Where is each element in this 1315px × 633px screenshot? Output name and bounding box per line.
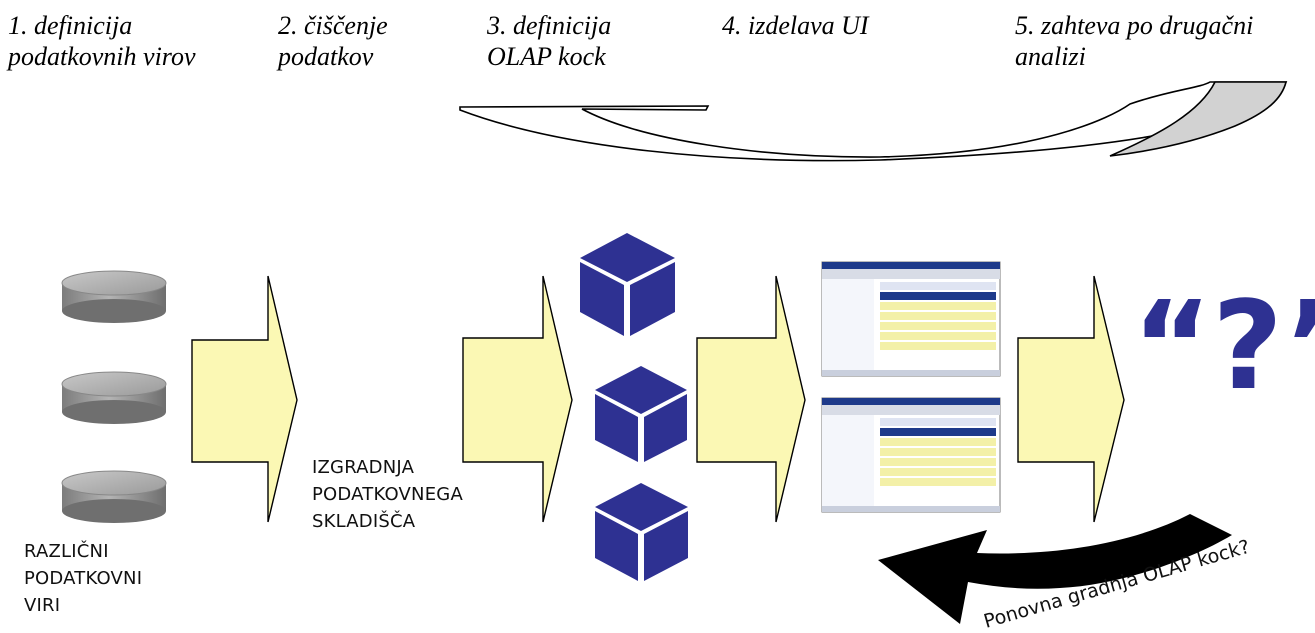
step-1-line2: podatkovnih virov xyxy=(8,42,196,71)
step-5-line2: analizi xyxy=(1015,42,1086,71)
step-1-label: 1. definicija podatkovnih virov xyxy=(8,10,195,72)
sources-label-line1: RAZLIČNI xyxy=(24,541,109,562)
ui-screenshot-1 xyxy=(821,261,1001,377)
process-arrow-1 xyxy=(191,275,298,523)
process-arrow-3 xyxy=(696,275,806,523)
olap-cube-1 xyxy=(580,233,675,336)
step-4-label: 4. izdelava UI xyxy=(722,10,869,41)
ui-screenshot-2 xyxy=(821,397,1001,513)
step-3-line2: OLAP kock xyxy=(487,42,606,71)
step-5-label: 5. zahteva po drugačni analizi xyxy=(1015,10,1253,72)
olap-cube-3 xyxy=(595,483,688,581)
warehouse-label-line2: PODATKOVNEGA xyxy=(312,484,463,505)
step-2-line1: 2. čiščenje xyxy=(278,11,388,40)
sources-label: RAZLIČNI PODATKOVNI VIRI xyxy=(24,538,142,619)
process-arrow-2 xyxy=(462,275,573,523)
warehouse-label-line3: SKLADIŠČA xyxy=(312,511,416,532)
sources-label-line3: VIRI xyxy=(24,595,61,616)
step-1-line1: 1. definicija xyxy=(8,11,133,40)
data-source-disk-3 xyxy=(61,470,167,523)
step-5-line1: 5. zahteva po drugačni xyxy=(1015,11,1254,40)
step-3-label: 3. definicija OLAP kock xyxy=(487,10,611,72)
data-source-disk-2 xyxy=(61,371,167,424)
warehouse-label: IZGRADNJA PODATKOVNEGA SKLADIŠČA xyxy=(312,454,463,535)
step-4-line1: 4. izdelava UI xyxy=(722,11,869,40)
question-mark-icon: “?” xyxy=(1132,275,1315,417)
sources-label-line2: PODATKOVNI xyxy=(24,568,143,589)
step-2-line2: podatkov xyxy=(278,42,374,71)
step-3-line1: 3. definicija xyxy=(487,11,612,40)
warehouse-label-line1: IZGRADNJA xyxy=(312,457,415,478)
rebuild-arrow xyxy=(878,514,1232,624)
process-arrow-4 xyxy=(1017,275,1125,523)
olap-cube-2 xyxy=(595,366,687,462)
data-source-disk-1 xyxy=(61,270,167,323)
step-2-label: 2. čiščenje podatkov xyxy=(278,10,388,72)
return-curve-arrow xyxy=(459,81,1288,162)
